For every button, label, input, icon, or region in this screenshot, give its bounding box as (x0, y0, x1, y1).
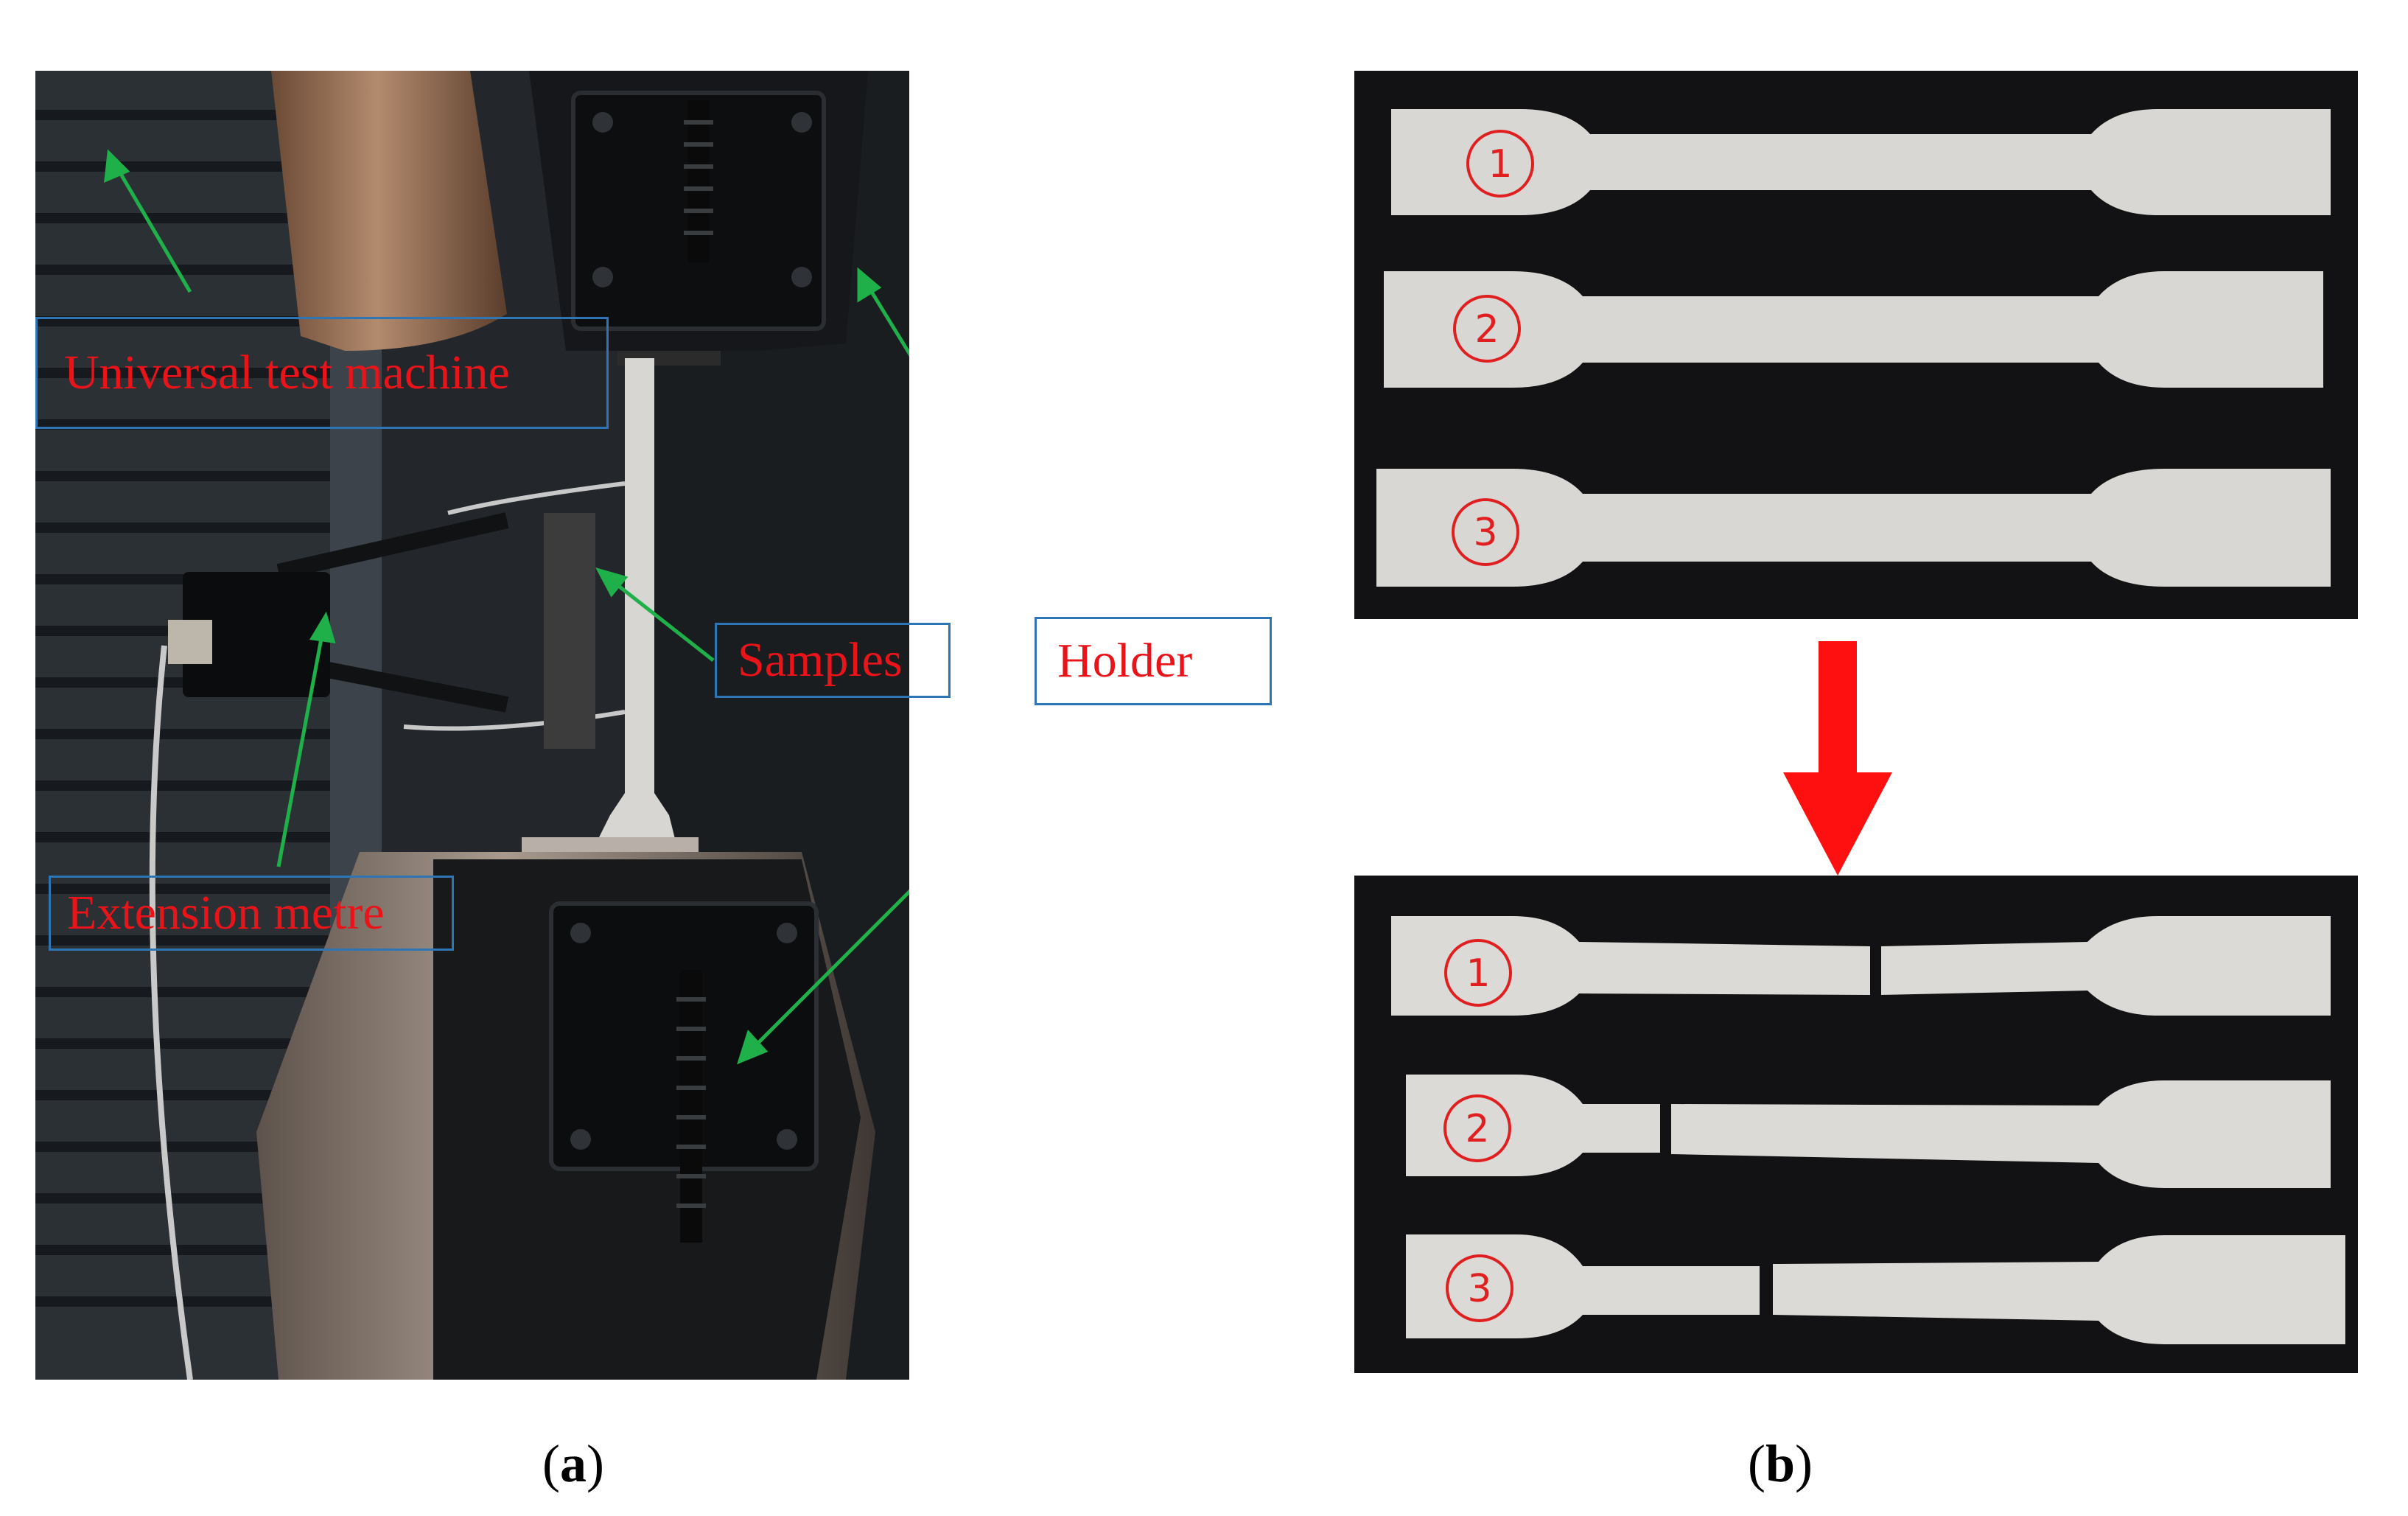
universal-test-machine-label: Universal test machine (35, 317, 609, 429)
specimen-1-after-left (1391, 916, 1870, 1016)
specimen-3-before (1376, 469, 2331, 587)
specimen-3-before-number: 3 (1473, 511, 1497, 555)
annotation-arrows (104, 149, 909, 1065)
upper-grip (529, 71, 868, 366)
specimen-2-after-number: 2 (1465, 1107, 1489, 1151)
specimen-2-after-left (1406, 1075, 1660, 1176)
specimen-2-after-right (1671, 1080, 2331, 1188)
universal-test-machine-text: Universal test machine (64, 346, 510, 399)
specimens-before-photo: 1 2 3 (1354, 71, 2358, 619)
lower-grip (256, 852, 875, 1380)
specimen-1-before (1391, 109, 2331, 215)
extension-metre-text: Extension metre (67, 886, 385, 940)
samples-text: Samples (738, 633, 903, 687)
holder-text: Holder (1057, 634, 1193, 688)
caption-a: (a) (542, 1434, 604, 1493)
specimen-1-after-right (1881, 916, 2331, 1016)
specimen-3-after-number: 3 (1467, 1267, 1491, 1311)
specimens-before-illustration: 1 2 3 (1354, 71, 2358, 619)
specimen-2-before (1384, 271, 2323, 388)
upper-column (271, 71, 507, 351)
caption-b-letter: b (1765, 1434, 1796, 1493)
tensile-test-photo (35, 71, 909, 1380)
specimen-2-before-number: 2 (1474, 307, 1499, 352)
specimens-after-photo: 1 2 3 (1354, 876, 2358, 1373)
samples-label: Samples (715, 623, 951, 698)
specimen-1-after-number: 1 (1466, 951, 1490, 996)
holder-label: Holder (1035, 617, 1272, 705)
tensile-test-illustration (35, 71, 909, 1380)
specimen-1-before-number: 1 (1488, 142, 1512, 186)
specimens-after-illustration: 1 2 3 (1354, 876, 2358, 1373)
extension-metre-label: Extension metre (49, 876, 454, 951)
caption-a-letter: a (559, 1434, 587, 1493)
down-arrow-icon (1783, 641, 1892, 876)
specimen-3-after-right (1773, 1235, 2345, 1344)
caption-b: (b) (1748, 1434, 1813, 1493)
